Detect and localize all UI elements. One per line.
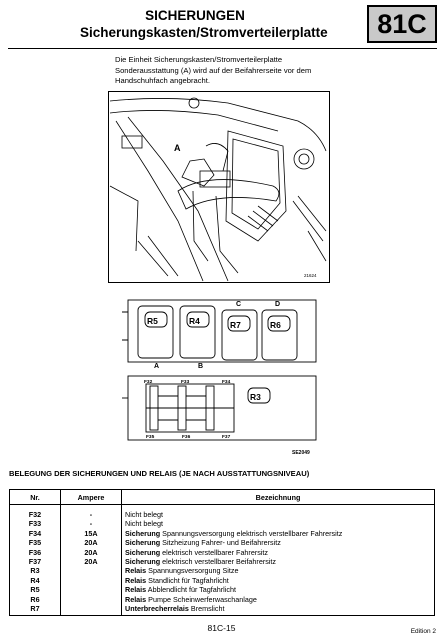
cell-description: Sicherung elektrisch verstellbarer Fahre… <box>122 548 434 557</box>
cell-nr: F32 <box>28 510 42 519</box>
header-ampere: Ampere <box>60 489 122 505</box>
description-type: Sicherung <box>125 556 161 566</box>
description-type: Sicherung <box>125 538 161 548</box>
cell-ampere: 20A <box>84 556 98 566</box>
cell-nr: R7 <box>30 603 40 613</box>
box-label-d: D <box>275 301 280 308</box>
page-title: SICHERUNGEN Sicherungskasten/Stromvertei… <box>80 7 328 41</box>
intro-text: Die Einheit Sicherungskasten/Stromvertei… <box>115 55 312 85</box>
title-line-2: Sicherungskasten/Stromverteilerplatte <box>80 25 328 40</box>
cell-nr: R3 <box>30 566 40 576</box>
cell-ampere: - <box>89 510 93 519</box>
illustration-label-a: A <box>174 143 181 153</box>
header-nr: Nr. <box>9 489 61 505</box>
description-text: Spannungsversorgung Sitze <box>146 566 239 576</box>
fuse-label-f36: F36 <box>182 434 191 440</box>
cell-ampere <box>61 604 121 613</box>
description-type: Unterbrecherrelais <box>125 603 189 613</box>
description-text: elektrisch verstellbarer Beifahrersitz <box>160 556 276 566</box>
fuse-label-f37: F37 <box>222 434 231 440</box>
description-type: Sicherung <box>125 528 161 538</box>
box-label-b: B <box>198 363 203 370</box>
diagram-code: SE2049 <box>292 450 310 456</box>
header-rule <box>8 48 437 49</box>
dashboard-illustration: A 21624 <box>108 91 330 283</box>
description-text: Nicht belegt <box>125 519 163 529</box>
cell-description: Nicht belegt <box>122 510 434 519</box>
cell-description: Nicht belegt <box>122 519 434 528</box>
title-line-1: SICHERUNGEN <box>145 8 245 23</box>
cell-nr: F36 <box>28 547 42 557</box>
header-description: Bezeichnung <box>121 489 435 505</box>
cell-ampere: - <box>89 519 93 529</box>
description-type: Sicherung <box>125 547 161 557</box>
description-text: Abblendlicht für Tagfahrlicht <box>146 585 236 595</box>
table-header-row: Nr. Ampere Bezeichnung <box>9 489 435 505</box>
illustration-code: 21624 <box>304 273 317 278</box>
page-number: 81C-15 <box>207 623 236 633</box>
cell-description: Relais Pumpe Scheinwerferwaschanlage <box>122 595 434 604</box>
cell-description: Relais Standlicht für Tagfahrlicht <box>122 576 434 585</box>
box-label-c: C <box>236 301 241 308</box>
description-text: Nicht belegt <box>125 510 163 519</box>
relay-label-r5: R5 <box>147 316 158 326</box>
description-text: Spannungsversorgung elektrisch verstellb… <box>160 528 343 538</box>
fuse-box-diagram: R5 R4 R7 R6 R3 A B C D F32 F33 F34 F35 F… <box>122 299 317 456</box>
relay-label-r7: R7 <box>230 320 241 330</box>
cell-ampere: 15A <box>84 528 98 538</box>
cell-description: Relais Abblendlicht für Tagfahrlicht <box>122 585 434 594</box>
description-text: Sitzheizung Fahrer- und Beifahrersitz <box>160 538 281 548</box>
cell-description: Sicherung Spannungsversorgung elektrisch… <box>122 529 434 538</box>
description-text: elektrisch verstellbarer Fahrersitz <box>160 547 269 557</box>
cell-ampere <box>61 595 121 604</box>
description-text: Pumpe Scheinwerferwaschanlage <box>146 594 257 604</box>
cell-nr: R4 <box>30 575 40 585</box>
cell-nr: F35 <box>28 538 42 548</box>
description-type: Relais <box>125 566 147 576</box>
cell-nr: F33 <box>28 519 42 529</box>
description-text: Bremslicht <box>188 603 225 613</box>
fuse-label-f35: F35 <box>146 434 155 440</box>
chapter-badge: 81C <box>367 5 437 43</box>
cell-description: Sicherung Sitzheizung Fahrer- und Beifah… <box>122 538 434 547</box>
description-text: Standlicht für Tagfahrlicht <box>146 575 229 585</box>
cell-description: Relais Spannungsversorgung Sitze <box>122 566 434 575</box>
fuse-label-f34: F34 <box>222 379 231 385</box>
section-title: BELEGUNG DER SICHERUNGEN UND RELAIS (JE … <box>9 469 310 478</box>
cell-ampere: 20A <box>84 547 98 557</box>
box-label-a: A <box>154 363 159 370</box>
cell-nr: F37 <box>28 556 42 566</box>
cell-ampere: 20A <box>84 538 98 548</box>
cell-description: Unterbrecherrelais Bremslicht <box>122 604 434 613</box>
description-type: Relais <box>125 585 147 595</box>
relay-label-r4: R4 <box>189 316 200 326</box>
cell-ampere <box>61 585 121 594</box>
edition-label: Edition 2 <box>410 628 436 635</box>
fuse-label-f33: F33 <box>181 379 190 385</box>
relay-label-r3: R3 <box>250 392 261 402</box>
cell-nr: R6 <box>30 594 40 604</box>
cell-ampere <box>61 566 121 575</box>
cell-nr: F34 <box>28 528 42 538</box>
relay-label-r6: R6 <box>270 320 281 330</box>
fuse-label-f32: F32 <box>144 379 153 385</box>
cell-ampere <box>61 576 121 585</box>
cell-nr: R5 <box>30 585 40 595</box>
description-type: Relais <box>125 575 147 585</box>
description-type: Relais <box>125 594 147 604</box>
cell-description: Sicherung elektrisch verstellbarer Beifa… <box>122 557 434 566</box>
